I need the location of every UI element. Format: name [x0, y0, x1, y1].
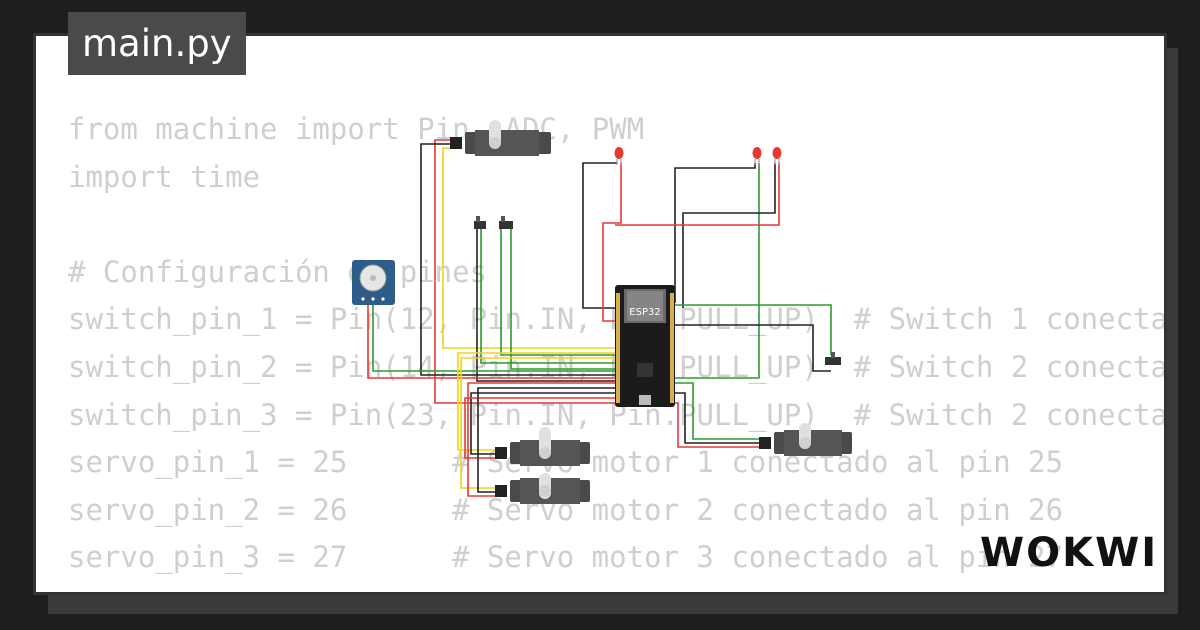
wire	[602, 163, 622, 322]
code-text: switch_pin_1 = Pin(12, Pin.IN, Pin.PULL_…	[68, 302, 1167, 337]
slide-switch-3[interactable]	[825, 352, 841, 365]
servo-motor-4[interactable]	[759, 423, 852, 456]
slide-switch-2[interactable]	[499, 216, 513, 229]
code-text: import time	[68, 159, 261, 194]
wire	[675, 402, 759, 448]
wire	[582, 162, 617, 309]
wire	[470, 392, 615, 455]
code-comment: # Servo motor 3 conectado al pin 27	[452, 540, 1064, 575]
wire	[615, 163, 780, 226]
code-line: import time	[68, 154, 1164, 202]
wire	[464, 397, 615, 459]
file-title-badge: main.py	[68, 12, 246, 75]
code-line: switch_pin_1 = Pin(12, Pin.IN, Pin.PULL_…	[68, 296, 1167, 344]
potentiometer[interactable]	[352, 260, 395, 305]
board-pins	[616, 293, 674, 403]
led-1[interactable]	[614, 147, 624, 165]
wire	[480, 229, 615, 364]
wire	[674, 163, 756, 303]
wire	[434, 139, 615, 404]
wire	[367, 303, 615, 379]
wire	[372, 303, 615, 372]
wire	[675, 163, 760, 379]
esp32-board[interactable]: ESP32	[615, 285, 675, 407]
slide-switch-1[interactable]	[474, 216, 486, 229]
wire	[675, 382, 759, 440]
wire	[476, 229, 615, 382]
wires	[367, 139, 832, 497]
led-2[interactable]	[752, 147, 762, 165]
wokwi-logo: WOKWI	[980, 530, 1159, 576]
wire	[675, 304, 832, 355]
circuit-diagram: ESP32	[352, 120, 852, 504]
wire	[442, 147, 615, 349]
code-line: servo_pin_3 = 27 # Servo motor 3 conectad…	[68, 534, 1164, 582]
wire	[510, 229, 615, 370]
servo-motor-1[interactable]	[450, 120, 551, 156]
wire	[675, 392, 759, 444]
servo-motor-2[interactable]	[495, 427, 590, 466]
wire	[682, 163, 776, 308]
code-line: servo_pin_1 = 25 # Servo motor 1 conectad…	[68, 439, 1164, 487]
code-text: servo_pin_3 = 27	[68, 540, 348, 575]
code-comment: # Servo motor 1 conectado al pin 25	[452, 445, 1064, 480]
code-text: switch_pin_3 = Pin(23, Pin.IN, Pin.PULL_…	[68, 397, 1167, 432]
wire	[477, 387, 615, 493]
code-line: switch_pin_3 = Pin(23, Pin.IN, Pin.PULL_…	[68, 392, 1167, 440]
code-text: servo_pin_2 = 26	[68, 492, 348, 527]
code-text: servo_pin_1 = 25	[68, 445, 348, 480]
wire	[467, 382, 615, 497]
wire	[500, 229, 615, 356]
wire	[675, 324, 831, 372]
board-label: ESP32	[629, 307, 660, 318]
wire	[420, 143, 615, 376]
wire	[457, 352, 615, 451]
servo-motor-3[interactable]	[495, 473, 590, 504]
led-3[interactable]	[772, 147, 782, 165]
